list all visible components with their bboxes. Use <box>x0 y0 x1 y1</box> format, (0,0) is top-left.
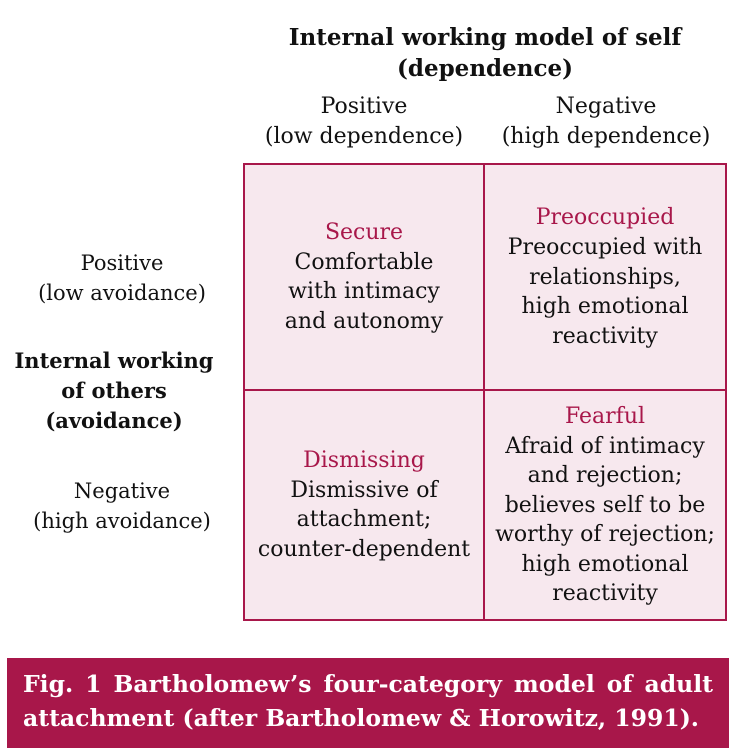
cell-fearful-title: Fearful <box>564 403 646 429</box>
self-positive-label: Positive (low dependence) <box>245 92 483 152</box>
attachment-grid <box>243 163 727 621</box>
self-axis-title-line2: (dependence) <box>397 55 573 82</box>
cell-dismissing: Dismissing Dismissive of attachment; cou… <box>245 391 483 619</box>
cell-secure-title: Secure <box>324 219 404 245</box>
cell-dismissing-line-2: attachment; <box>296 507 432 533</box>
cell-secure-line-2: with intimacy <box>288 279 440 305</box>
self-positive-text: Positive <box>320 94 408 119</box>
cell-preoccupied-line-1: Preoccupied with <box>507 235 703 260</box>
others-axis-title-line1: Internal working <box>14 348 214 373</box>
others-positive-sub: (low avoidance) <box>38 281 206 305</box>
cell-preoccupied-line-2: relationships, <box>529 264 681 290</box>
cell-dismissing-title: Dismissing <box>303 447 425 473</box>
cell-fearful-line-2: and rejection; <box>527 463 683 488</box>
others-axis-title: Internal working of others (avoidance) <box>0 346 228 436</box>
self-axis-title: Internal working model of self (dependen… <box>250 22 720 84</box>
cell-secure: Secure Comfortable with intimacy and aut… <box>245 165 483 389</box>
cell-fearful-line-5: high emotional <box>521 551 689 577</box>
others-axis-title-line3: (avoidance) <box>45 408 183 433</box>
cell-fearful: Fearful Afraid of intimacy and rejection… <box>485 391 725 619</box>
cell-preoccupied-line-3: high emotional <box>521 294 689 319</box>
cell-secure-line-1: Comfortable <box>294 249 434 275</box>
cell-dismissing-line-3: counter-dependent <box>257 536 471 562</box>
self-negative-text: Negative <box>555 94 657 119</box>
cell-preoccupied-line-4: reactivity <box>552 323 658 349</box>
others-positive-text: Positive <box>80 251 164 275</box>
cell-fearful-line-1: Afraid of intimacy <box>505 433 705 459</box>
grid-horizontal-divider <box>243 389 727 391</box>
cell-dismissing-line-1: Dismissive of <box>290 477 438 503</box>
others-negative-sub: (high avoidance) <box>33 509 211 533</box>
others-positive-label: Positive (low avoidance) <box>8 248 236 308</box>
others-negative-label: Negative (high avoidance) <box>8 476 236 536</box>
figure-caption: Fig. 1 Bartholomew’s four-category model… <box>7 658 729 748</box>
cell-preoccupied: Preoccupied Preoccupied with relationshi… <box>485 165 725 389</box>
self-axis-title-line1: Internal working model of self <box>288 24 682 51</box>
figure-caption-line-1: Fig. 1 Bartholomew’s four-category model… <box>23 670 713 698</box>
self-negative-label: Negative (high dependence) <box>485 92 727 152</box>
cell-secure-line-3: and autonomy <box>284 308 444 334</box>
self-negative-sub: (high dependence) <box>501 124 711 149</box>
cell-fearful-line-6: reactivity <box>552 581 658 606</box>
figure-caption-line-2: attachment (after Bartholomew & Horowitz… <box>23 704 699 732</box>
others-axis-title-line2: of others <box>61 378 167 403</box>
cell-preoccupied-title: Preoccupied <box>535 205 675 230</box>
self-positive-sub: (low dependence) <box>264 124 464 149</box>
others-negative-text: Negative <box>73 479 171 503</box>
cell-fearful-line-3: believes self to be <box>504 492 706 518</box>
cell-fearful-line-4: worthy of rejection; <box>495 522 715 547</box>
grid-vertical-divider <box>483 163 485 621</box>
